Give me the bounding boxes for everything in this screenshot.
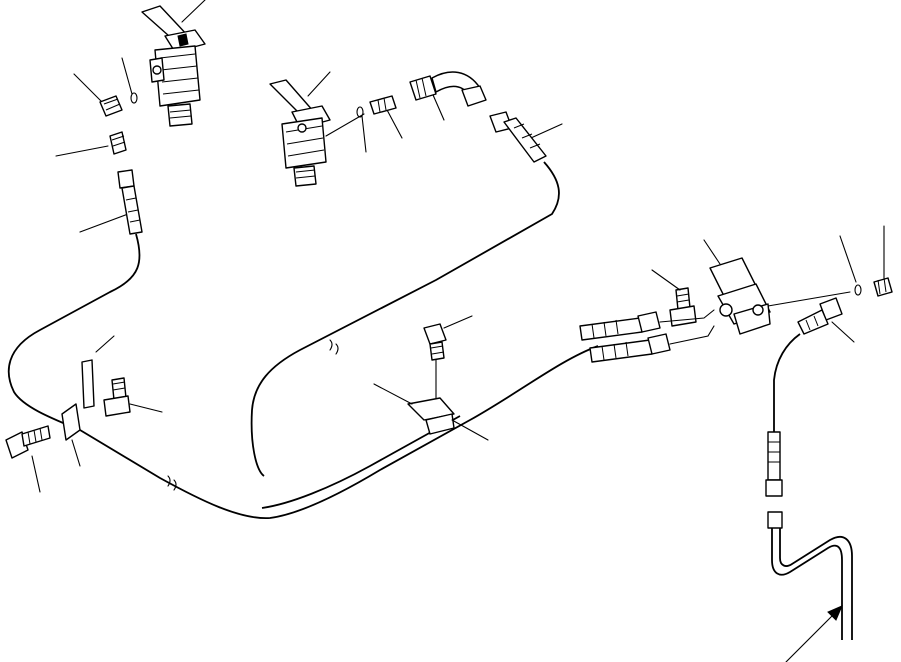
right-end-hose — [797, 297, 855, 343]
center-clamp-bolt — [423, 323, 447, 399]
tee-upper-hose — [579, 309, 715, 341]
left-clamp-bracket — [81, 335, 115, 409]
tee-bracket — [703, 239, 757, 297]
tee-lower-hose — [589, 325, 715, 363]
tee-block — [717, 283, 771, 335]
right-hose — [489, 111, 547, 163]
left-mount-bolt — [103, 377, 163, 417]
left-clamp-leaders — [31, 439, 81, 493]
left-bolt — [5, 425, 51, 459]
left-brake-valve — [141, 5, 206, 127]
tee-bolt — [651, 269, 697, 327]
callout-arrow — [785, 605, 843, 662]
lower-pipe — [767, 511, 853, 640]
lower-pipe-upper — [773, 333, 801, 432]
break-mark-left — [167, 475, 177, 491]
left-elbow-fitting — [109, 131, 127, 155]
left-tube-line-inner — [261, 415, 461, 509]
left-valve-leaders — [55, 0, 206, 233]
center-clamp — [407, 397, 455, 435]
lower-pipe-fitting-upper — [765, 431, 783, 497]
left-clamp — [61, 403, 81, 441]
right-valve-fitting — [369, 95, 397, 115]
left-valve-fitting — [99, 95, 123, 117]
tee-to-end-line — [767, 291, 851, 307]
left-o-ring — [130, 92, 138, 104]
center-clamp-leaders — [373, 315, 489, 441]
right-tube-line — [250, 161, 560, 477]
right-brake-valve — [269, 79, 331, 187]
left-hose — [117, 169, 143, 235]
left-tube-line — [7, 233, 599, 519]
right-end-fitting — [839, 225, 893, 297]
break-mark-right — [329, 339, 339, 355]
right-elbow-fitting — [409, 71, 487, 107]
right-o-ring — [356, 106, 364, 118]
